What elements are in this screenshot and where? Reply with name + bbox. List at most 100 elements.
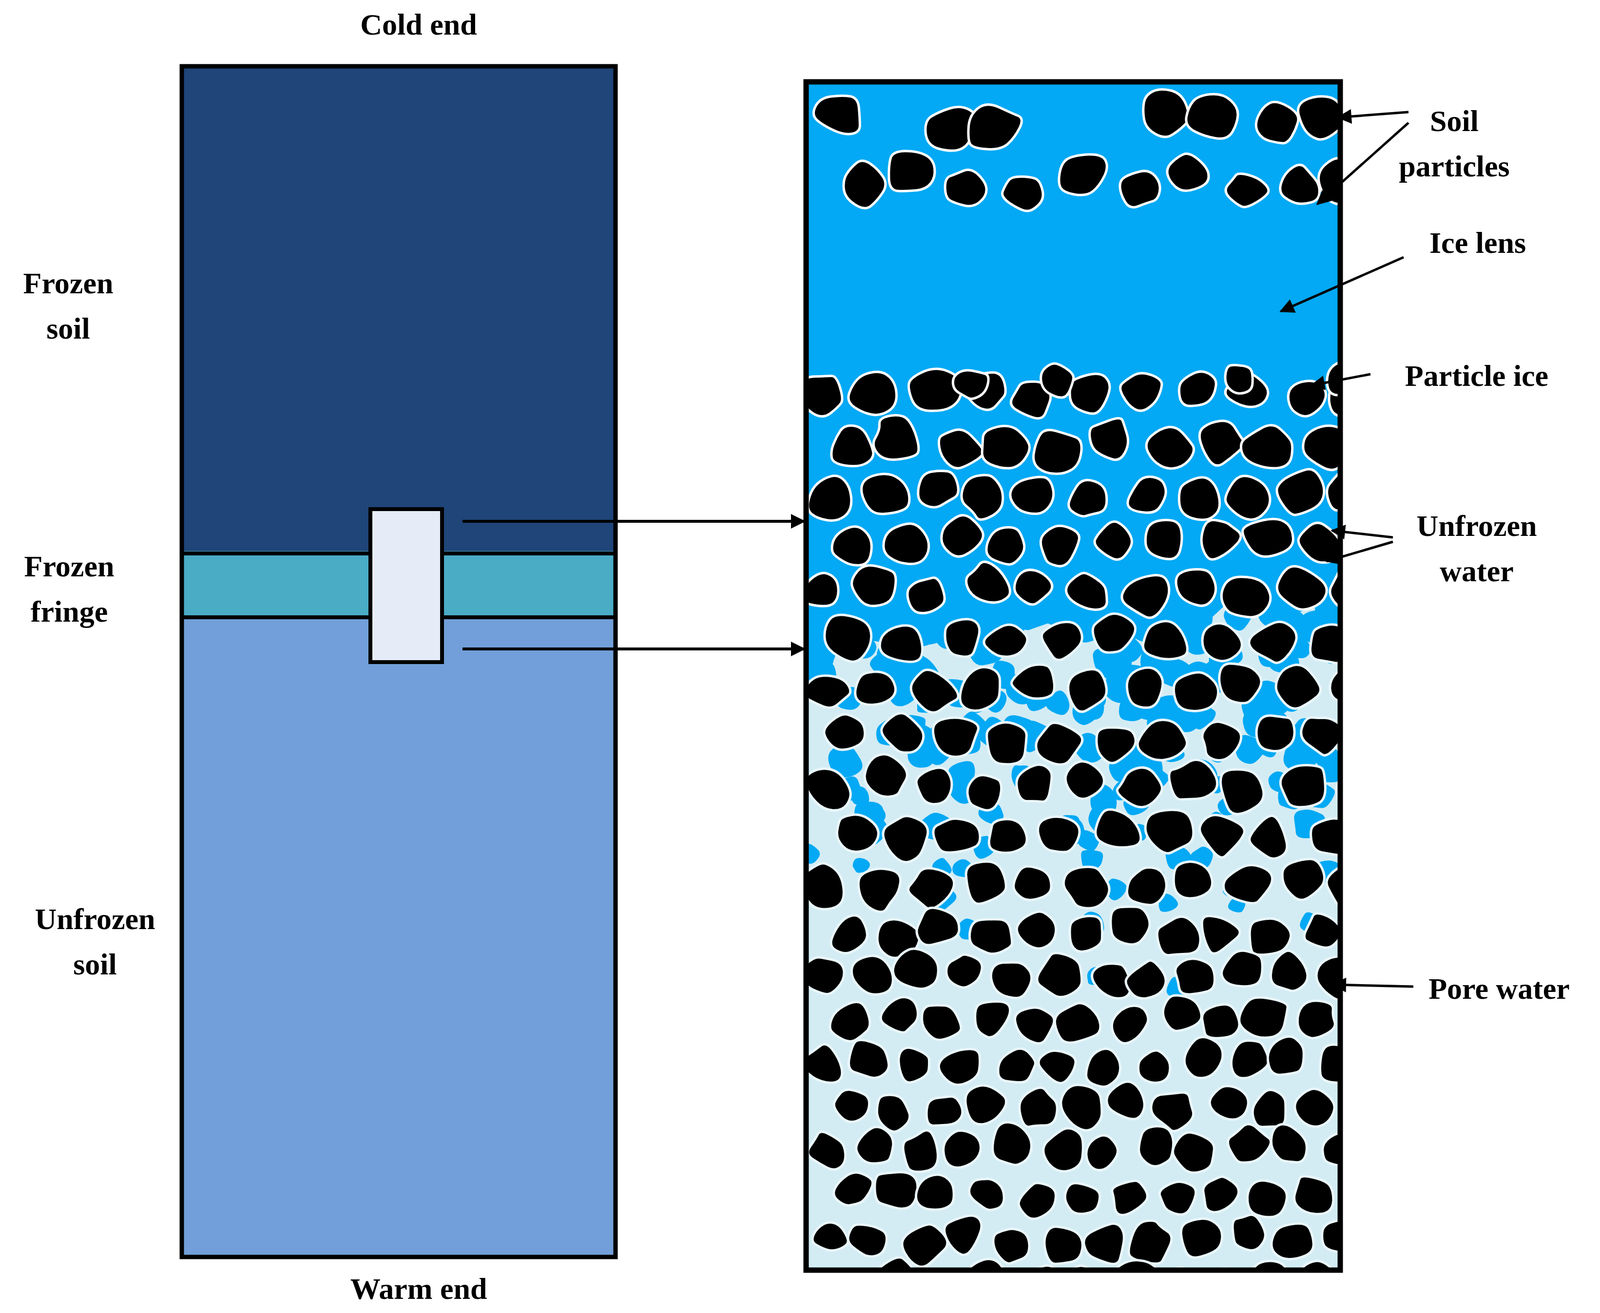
soil-particle (1121, 575, 1170, 618)
soil-particle (824, 615, 872, 662)
ice-ground (806, 81, 1341, 658)
soil-particle (879, 625, 923, 663)
soil-particle (907, 578, 945, 614)
soil-particle (903, 1130, 938, 1173)
soil-particle (1095, 809, 1141, 849)
soil-particle (1138, 1126, 1174, 1167)
soil-particle (902, 1224, 948, 1268)
soil-particle (883, 523, 929, 565)
soil-particle (910, 670, 959, 714)
soil-particle (1175, 569, 1216, 607)
soil-particle (848, 371, 897, 416)
soil-particle (1231, 1040, 1269, 1079)
soil-particle (1038, 1050, 1076, 1084)
soil-particle (988, 819, 1027, 853)
soil-particle (1089, 418, 1129, 461)
soil-particle (1040, 525, 1080, 567)
text-label: Unfrozen soil (21, 896, 169, 988)
frozen-soil-band (181, 66, 616, 552)
soil-particle (933, 818, 981, 853)
soil-particle (1142, 621, 1188, 660)
soil-particle (858, 868, 901, 913)
soil-particle (1202, 623, 1242, 662)
soil-particle (1201, 916, 1240, 954)
soil-particle (1201, 520, 1241, 560)
soil-particle (1184, 1037, 1223, 1079)
soil-particle (965, 861, 1006, 905)
soil-particle (998, 1048, 1036, 1083)
soil-particle (806, 675, 851, 709)
soil-particle (1173, 862, 1213, 899)
leader-line (1326, 541, 1393, 562)
soil-particle (926, 1096, 963, 1126)
soil-particle (833, 1090, 869, 1123)
soil-particle (1085, 1048, 1120, 1087)
soil-particle (1112, 1181, 1148, 1216)
soil-particle (1041, 621, 1083, 660)
soil-particle (1159, 1182, 1196, 1215)
soil-particle (1201, 1004, 1240, 1039)
soil-particle (1225, 365, 1253, 394)
soil-particle (1092, 614, 1136, 654)
soil-particle (892, 948, 939, 990)
soil-particle (1059, 154, 1107, 195)
soil-particle (848, 1224, 887, 1257)
soil-particle (992, 1122, 1032, 1166)
soil-particle (1247, 1180, 1287, 1218)
soil-particle (831, 526, 872, 566)
soil-particle (1137, 720, 1188, 761)
soil-particle (1199, 815, 1245, 858)
soil-particle (864, 754, 907, 797)
soil-particle (1068, 669, 1107, 713)
soil-particle (808, 1132, 846, 1171)
soil-particle (1036, 723, 1083, 766)
soil-particle (808, 475, 852, 521)
text-label: Particle ice (1405, 353, 1549, 399)
soil-particle (1221, 950, 1263, 987)
text-label: Frozen fringe (5, 543, 133, 635)
soil-particle (941, 515, 984, 557)
soil-particle (881, 713, 924, 753)
soil-particle (836, 814, 879, 852)
soil-particle (1232, 1214, 1266, 1251)
soil-particle (1069, 373, 1110, 414)
soil-particle (1276, 469, 1325, 516)
soil-particle (1227, 1124, 1271, 1163)
soil-particle (874, 1172, 918, 1210)
soil-particle (1011, 664, 1055, 699)
soil-particle (986, 722, 1027, 765)
soil-particle (915, 1175, 954, 1211)
text-label: Warm end (350, 1266, 488, 1312)
soil-particle (1065, 761, 1104, 800)
soil-particle (1220, 769, 1264, 815)
soil-particle (806, 863, 844, 910)
soil-particle (1086, 1135, 1119, 1171)
soil-particle (946, 954, 983, 988)
soil-particle (813, 96, 860, 135)
soil-particle (851, 565, 896, 606)
soil-particle (1043, 1128, 1084, 1173)
soil-particle (1016, 911, 1056, 949)
soil-particle (1119, 171, 1160, 208)
soil-particle (1117, 767, 1162, 808)
text-label: Unfrozen water (1398, 503, 1555, 595)
soil-particle (1303, 425, 1341, 471)
soil-particle (883, 816, 928, 863)
soil-particle (1180, 1218, 1223, 1258)
soil-particle (833, 1173, 873, 1207)
soil-particle (848, 1040, 889, 1079)
soil-particle (1066, 573, 1108, 610)
soil-particle (1044, 1227, 1083, 1265)
soil-particle (1156, 917, 1201, 956)
soil-particle (1106, 1081, 1145, 1120)
soil-particle (1002, 176, 1044, 212)
soil-particle (1126, 867, 1167, 906)
soil-particle (1145, 809, 1194, 854)
soil-particle (856, 1127, 894, 1164)
soil-particle (1256, 715, 1295, 752)
text-label: Ice lens (1429, 220, 1526, 266)
soil-particle (1016, 764, 1052, 802)
soil-particle (806, 375, 843, 417)
soil-particle (829, 1002, 870, 1042)
